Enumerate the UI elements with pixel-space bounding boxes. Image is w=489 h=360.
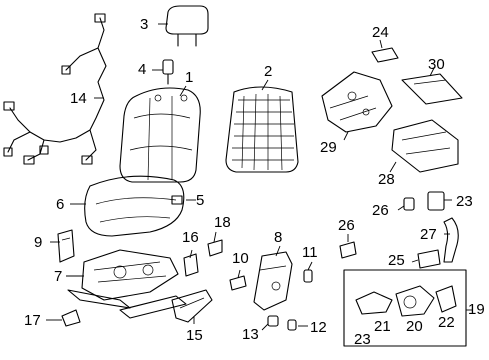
bracket-part [61, 309, 81, 327]
control-unit-part [417, 249, 441, 269]
seat-bracket-assembly-part [321, 71, 393, 133]
seat-adjuster-part [67, 249, 187, 319]
callout-7: 7 [54, 268, 63, 285]
rail-cover-part [171, 289, 213, 323]
side-shield-part [253, 251, 293, 311]
callout-8: 8 [274, 229, 283, 246]
callout-10: 10 [232, 250, 249, 267]
callout-13: 13 [242, 326, 259, 343]
seat-cushion-part [84, 175, 185, 237]
callout-12: 12 [310, 319, 327, 336]
callout-19: 19 [468, 301, 485, 318]
lower-bracket-part [391, 119, 459, 173]
cap-part-12 [287, 319, 297, 331]
switch-knob-part [229, 275, 247, 291]
clip-part-16 [183, 253, 199, 277]
callout-29: 29 [320, 139, 337, 156]
callout-14: 14 [70, 90, 87, 107]
connector-part-23-upper [403, 191, 445, 211]
callout-24: 25 [388, 252, 405, 269]
cap-part-11 [303, 269, 313, 283]
knob-part-13 [267, 315, 279, 327]
seat-back-frame-part [225, 86, 299, 173]
module-part-25 [371, 47, 399, 63]
callout-11: 11 [302, 244, 318, 261]
callout-17: 17 [24, 312, 41, 329]
callout-2: 2 [264, 63, 273, 80]
callout-1: 1 [185, 69, 194, 86]
group-19-box [343, 269, 467, 347]
callout-30: 30 [428, 56, 445, 73]
seat-back-cushion-part [119, 87, 201, 183]
wiring-harness-part [3, 13, 107, 165]
headrest-guide-part [162, 59, 174, 85]
callout-26b: 26 [372, 202, 389, 219]
callout-20: 20 [406, 318, 423, 335]
clip-part-26 [339, 241, 357, 259]
headrest-part [165, 5, 209, 47]
callout-26: 26 [338, 217, 355, 234]
callout-28: 28 [378, 171, 395, 188]
callout-25: 24 [372, 24, 389, 41]
pad-part-30 [401, 73, 463, 105]
callout-3: 3 [140, 16, 149, 33]
callout-21: 21 [374, 318, 391, 335]
callout-6: 6 [56, 196, 65, 213]
callout-23-upper: 23 [456, 193, 473, 210]
duct-part-27 [443, 217, 459, 263]
side-cover-part [57, 229, 75, 263]
callout-5: 5 [196, 192, 205, 209]
callout-18: 18 [214, 214, 231, 231]
clip-part-18 [207, 239, 223, 257]
callout-23-lower: 23 [354, 331, 371, 348]
callout-27: 27 [420, 226, 437, 243]
leader-lines [46, 23, 472, 331]
callout-4: 4 [138, 61, 147, 78]
callout-9: 9 [34, 234, 43, 251]
callout-22: 22 [438, 314, 455, 331]
callout-15: 15 [186, 327, 203, 344]
callout-16: 16 [182, 229, 199, 246]
